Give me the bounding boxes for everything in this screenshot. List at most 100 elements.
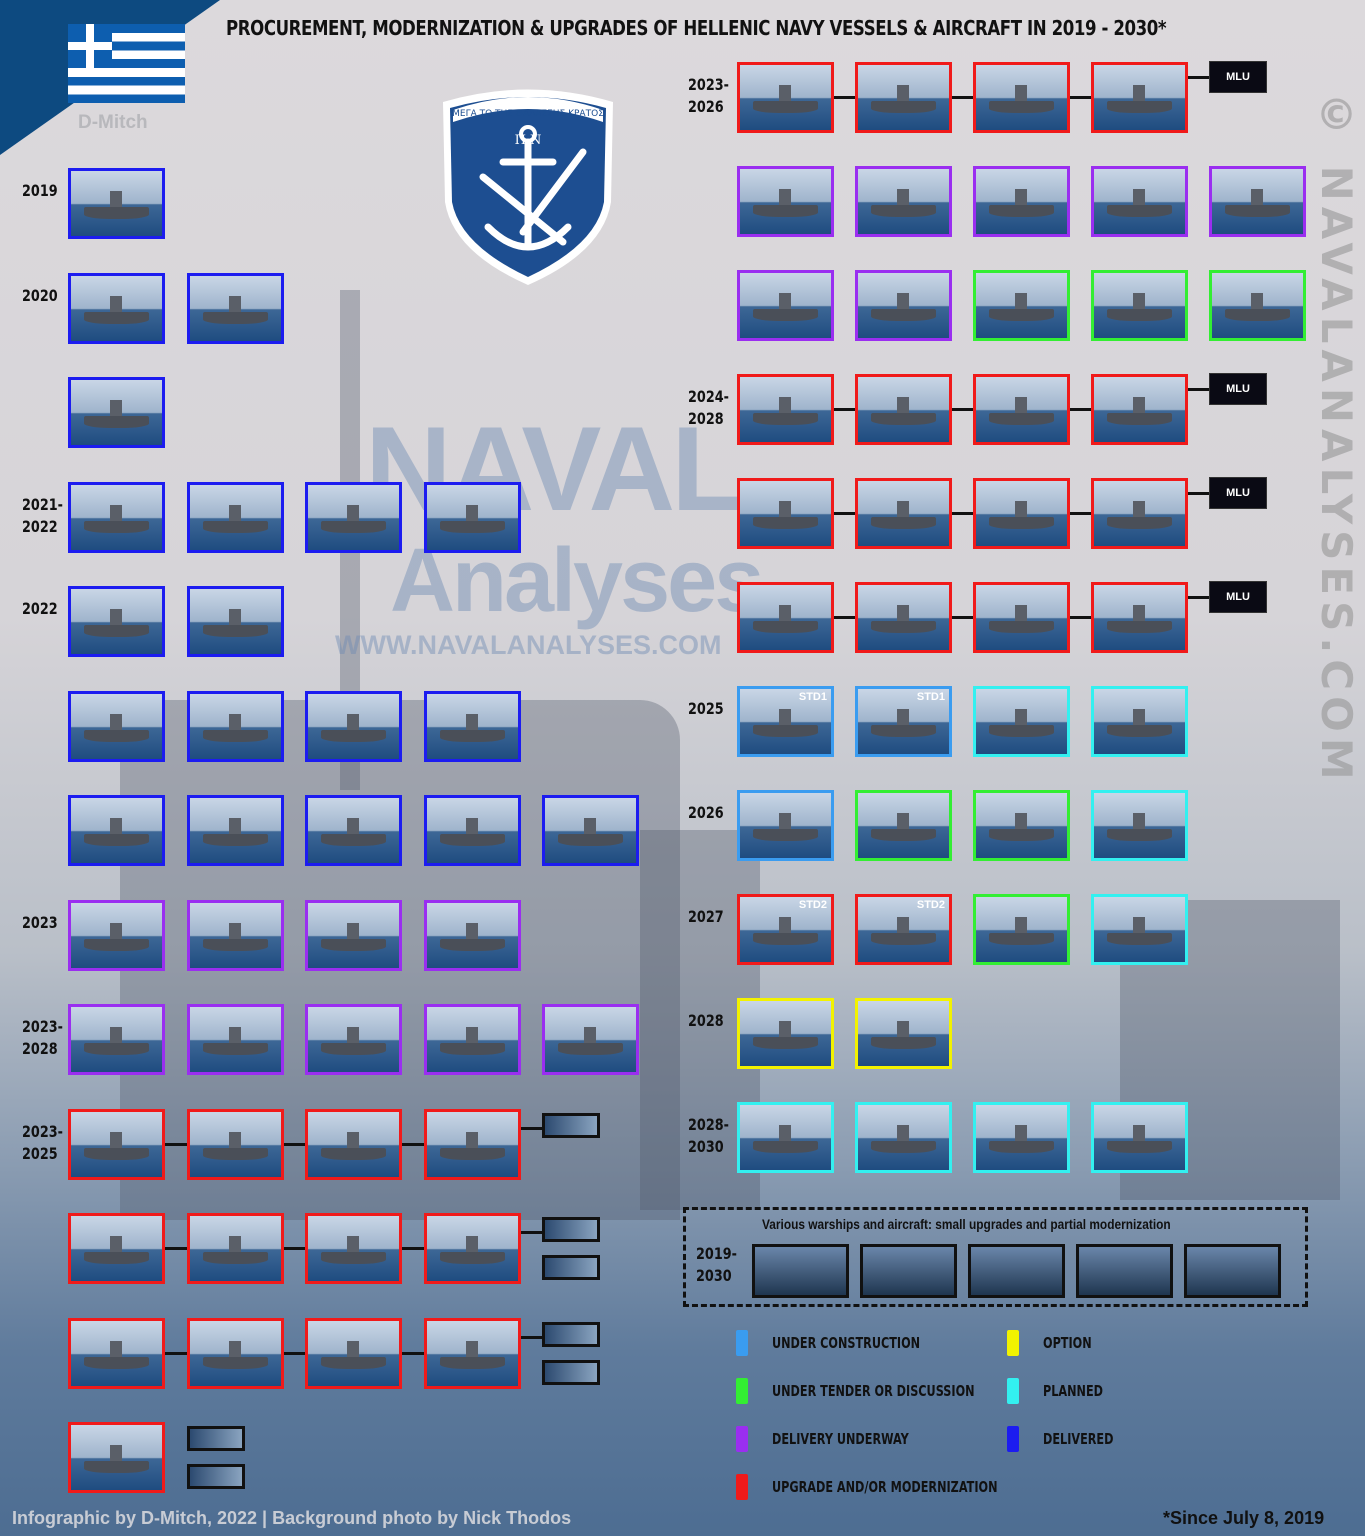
tile-underway[interactable]: [855, 166, 952, 237]
tile-upgrade[interactable]: [187, 1213, 284, 1284]
tile-upgrade[interactable]: STD2: [855, 894, 952, 965]
tile-upgrade[interactable]: [305, 1108, 402, 1180]
tile-upgrade[interactable]: [1091, 582, 1188, 653]
upgrade-subsystem-thumbnail[interactable]: [542, 1255, 600, 1280]
tile-delivered[interactable]: [305, 481, 402, 553]
tile-upgrade[interactable]: [424, 1317, 521, 1389]
tile-tender[interactable]: [1209, 270, 1306, 341]
tile-delivered[interactable]: [187, 272, 284, 344]
tile-upgrade[interactable]: [68, 1213, 165, 1284]
tile-delivered[interactable]: [187, 481, 284, 553]
tile-underway[interactable]: [737, 270, 834, 341]
tile-upgrade[interactable]: [1091, 478, 1188, 549]
upgrade-subsystem-thumbnail[interactable]: [542, 1359, 600, 1385]
upgrade-subsystem-thumbnail[interactable]: [542, 1112, 600, 1138]
tile-upgrade[interactable]: [187, 1317, 284, 1389]
tile-delivered[interactable]: [424, 690, 521, 762]
misc-upgrade-photo[interactable]: [752, 1244, 849, 1298]
tile-tender[interactable]: [973, 790, 1070, 861]
tile-upgrade[interactable]: [973, 582, 1070, 653]
tile-upgrade[interactable]: [973, 374, 1070, 445]
connector-line: [402, 1142, 424, 1146]
connector-line: [834, 408, 855, 411]
tile-planned[interactable]: [973, 686, 1070, 757]
tile-upgrade[interactable]: [305, 1317, 402, 1389]
tile-planned[interactable]: [737, 1102, 834, 1173]
tile-planned[interactable]: [1091, 686, 1188, 757]
tile-underway[interactable]: [424, 1004, 521, 1075]
misc-upgrade-photo[interactable]: [1184, 1244, 1281, 1298]
tile-planned[interactable]: [1091, 790, 1188, 861]
misc-upgrade-photo[interactable]: [860, 1244, 957, 1298]
tile-upgrade[interactable]: [68, 1422, 165, 1493]
misc-upgrade-photo[interactable]: [968, 1244, 1065, 1298]
tile-upgrade[interactable]: STD2: [737, 894, 834, 965]
tile-delivered[interactable]: [305, 795, 402, 866]
tile-upgrade[interactable]: [68, 1108, 165, 1180]
tile-upgrade[interactable]: [973, 62, 1070, 133]
misc-upgrade-photo[interactable]: [1076, 1244, 1173, 1298]
tile-underway[interactable]: [305, 1004, 402, 1075]
tile-underway[interactable]: [973, 166, 1070, 237]
tile-delivered[interactable]: [68, 481, 165, 553]
tile-delivered[interactable]: [187, 690, 284, 762]
tile-underway[interactable]: [68, 1004, 165, 1075]
tile-delivered[interactable]: [542, 795, 639, 866]
tile-delivered[interactable]: [68, 377, 165, 448]
upgrade-subsystem-thumbnail[interactable]: [187, 1426, 245, 1451]
tile-construction[interactable]: [737, 790, 834, 861]
tile-upgrade[interactable]: [737, 62, 834, 133]
tile-planned[interactable]: [973, 1102, 1070, 1173]
tile-delivered[interactable]: [68, 690, 165, 762]
tile-upgrade[interactable]: [855, 478, 952, 549]
tile-upgrade[interactable]: [305, 1213, 402, 1284]
tile-underway[interactable]: [737, 166, 834, 237]
tile-upgrade[interactable]: [1091, 374, 1188, 445]
tile-upgrade[interactable]: [855, 62, 952, 133]
tile-delivered[interactable]: [187, 586, 284, 657]
tile-tender[interactable]: [973, 894, 1070, 965]
tile-underway[interactable]: [68, 899, 165, 971]
tile-construction[interactable]: STD1: [855, 686, 952, 757]
tile-upgrade[interactable]: [737, 478, 834, 549]
tile-tender[interactable]: [973, 270, 1070, 341]
tile-upgrade[interactable]: [68, 1317, 165, 1389]
tile-option[interactable]: [737, 998, 834, 1069]
tile-tender[interactable]: [855, 790, 952, 861]
tile-upgrade[interactable]: [1091, 62, 1188, 133]
tile-upgrade[interactable]: [855, 374, 952, 445]
tile-underway[interactable]: [424, 899, 521, 971]
tile-upgrade[interactable]: [187, 1108, 284, 1180]
legend-item-delivered: DELIVERED: [1007, 1426, 1137, 1452]
tile-delivered[interactable]: [187, 795, 284, 866]
tile-underway[interactable]: [1209, 166, 1306, 237]
tile-upgrade[interactable]: [424, 1213, 521, 1284]
tile-underway[interactable]: [1091, 166, 1188, 237]
tile-option[interactable]: [855, 998, 952, 1069]
upgrade-subsystem-thumbnail[interactable]: [542, 1321, 600, 1347]
tile-underway[interactable]: [187, 899, 284, 971]
tile-underway[interactable]: [187, 1004, 284, 1075]
tile-underway[interactable]: [542, 1004, 639, 1075]
tile-delivered[interactable]: [424, 795, 521, 866]
tile-construction[interactable]: STD1: [737, 686, 834, 757]
tile-upgrade[interactable]: [855, 582, 952, 653]
upgrade-subsystem-thumbnail[interactable]: [542, 1217, 600, 1242]
tile-underway[interactable]: [305, 899, 402, 971]
tile-delivered[interactable]: [68, 168, 165, 239]
tile-upgrade[interactable]: [737, 582, 834, 653]
tile-upgrade[interactable]: [737, 374, 834, 445]
tile-delivered[interactable]: [68, 272, 165, 344]
tile-delivered[interactable]: [68, 795, 165, 866]
tile-upgrade[interactable]: [424, 1108, 521, 1180]
tile-delivered[interactable]: [424, 481, 521, 553]
upgrade-subsystem-thumbnail[interactable]: [187, 1464, 245, 1489]
tile-tender[interactable]: [1091, 270, 1188, 341]
tile-planned[interactable]: [1091, 894, 1188, 965]
tile-delivered[interactable]: [68, 586, 165, 657]
tile-planned[interactable]: [1091, 1102, 1188, 1173]
tile-delivered[interactable]: [305, 690, 402, 762]
tile-upgrade[interactable]: [973, 478, 1070, 549]
tile-underway[interactable]: [855, 270, 952, 341]
tile-planned[interactable]: [855, 1102, 952, 1173]
